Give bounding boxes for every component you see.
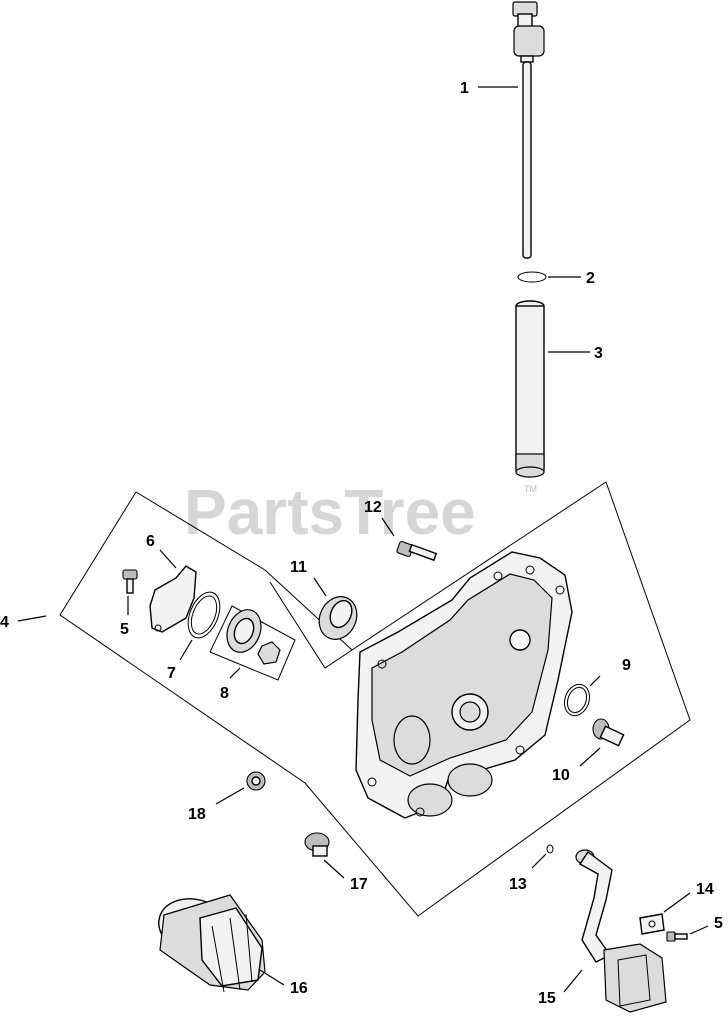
callout-1: 1 <box>460 80 469 97</box>
drain-plug-part[interactable] <box>304 832 330 857</box>
oil-pickup-part[interactable] <box>575 849 667 1013</box>
dipstick-part[interactable] <box>512 1 545 259</box>
callout-17: 17 <box>350 876 368 893</box>
cover-o-ring-part[interactable] <box>182 588 226 643</box>
callout-10: 10 <box>552 767 570 784</box>
plate-o-ring-part[interactable] <box>560 681 593 719</box>
cover-part[interactable] <box>149 565 197 633</box>
callout-9: 9 <box>622 657 631 674</box>
callout-4: 4 <box>0 614 9 631</box>
oil-pump-rotor-part[interactable] <box>221 605 281 665</box>
oil-filter-part[interactable] <box>151 890 266 993</box>
watermark-text: PartsTree <box>184 476 476 548</box>
assembly-inner-outline <box>135 491 266 571</box>
watermark-trademark: TM <box>524 484 537 494</box>
oil-seal-part[interactable] <box>312 590 363 645</box>
callout-8: 8 <box>220 685 229 702</box>
callout-18: 18 <box>188 806 206 823</box>
callout-14: 14 <box>696 881 714 898</box>
callout-11: 11 <box>290 559 307 576</box>
callout-15: 15 <box>538 990 556 1007</box>
seal-bracket-outline <box>269 581 353 669</box>
assembly-outline <box>59 481 691 917</box>
clamp-part[interactable] <box>639 913 665 935</box>
callout-3: 3 <box>594 345 603 362</box>
callout-13: 13 <box>509 876 527 893</box>
closure-plate-part[interactable] <box>355 551 573 819</box>
callout-16: 16 <box>290 980 308 997</box>
plug-part[interactable] <box>246 771 266 791</box>
screw-part-left[interactable] <box>122 569 138 594</box>
screw-part-right[interactable] <box>666 931 688 942</box>
callout-5-left: 5 <box>120 621 129 638</box>
callout-2: 2 <box>586 270 595 287</box>
callout-12: 12 <box>364 499 382 516</box>
rotor-bracket-outline <box>209 605 296 681</box>
o-ring-part[interactable] <box>517 271 547 283</box>
dipstick-tube-part[interactable] <box>515 300 545 478</box>
leader-lines <box>17 86 709 993</box>
callout-7: 7 <box>167 665 176 682</box>
callout-5-right: 5 <box>714 915 723 932</box>
bolt-part[interactable] <box>396 540 438 562</box>
small-o-ring-part[interactable] <box>546 844 554 854</box>
callout-6: 6 <box>146 533 155 550</box>
fitting-part[interactable] <box>592 718 625 747</box>
